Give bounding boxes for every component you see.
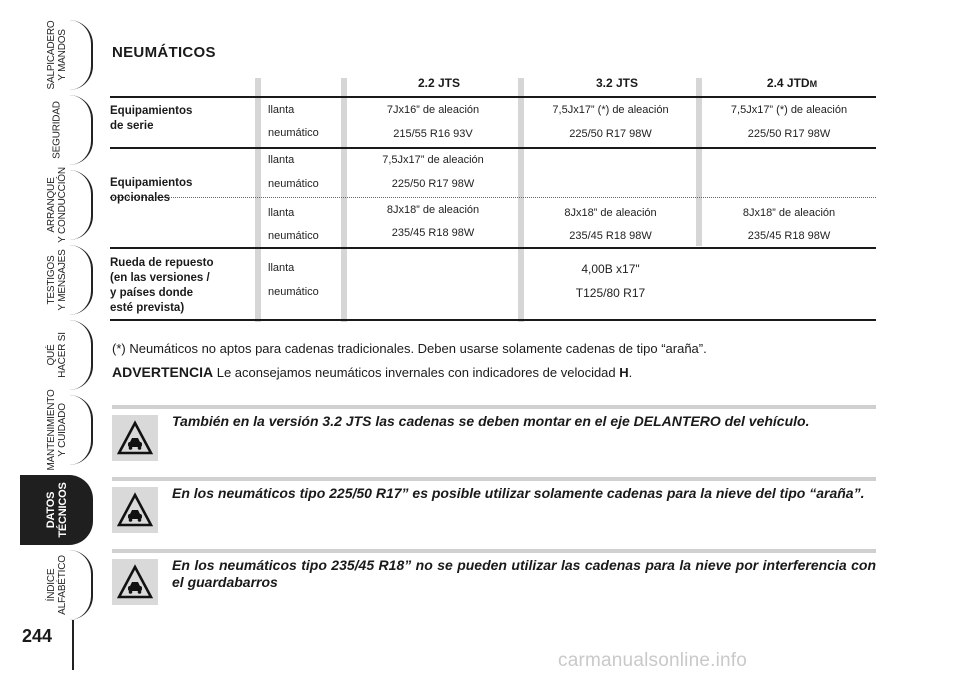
table-cell: 7,5Jx17” de aleación [382,154,484,166]
column-separator [518,78,524,322]
tab-que-hacer[interactable]: QUÉ HACER SI [20,320,93,390]
caution-note: También en la versión 3.2 JTS las cadena… [112,405,876,467]
tab-label: ÍNDICE ALFABÉTICO [46,555,68,615]
tab-label: TESTIGOS Y MENSAJES [46,249,68,311]
page-number: 244 [22,626,53,646]
label-llanta: llanta [268,154,295,166]
label-neumatico: neumático [268,127,319,139]
note-text: También en la versión 3.2 JTS las cadena… [172,413,810,429]
column-header: 2.4 JTDM [766,76,818,90]
label-llanta: llanta [268,262,295,274]
tab-label: QUÉ HACER SI [46,332,68,378]
tab-label: SEGURIDAD [51,101,63,159]
table-rule [110,319,876,321]
column-separator [696,78,702,246]
row-header-opcionales: Equipamientos opcionales [110,177,193,204]
tab-salpicadero[interactable]: SALPICADERO Y MANDOS [20,20,93,90]
table-cell: 8Jx18” de aleación [564,207,657,219]
column-header: 2.2 JTS [417,76,461,90]
tab-label: SALPICADERO Y MANDOS [46,20,68,90]
car-warning-icon [112,559,158,605]
label-llanta: llanta [268,207,295,219]
tab-indice[interactable]: ÍNDICE ALFABÉTICO [20,550,93,620]
note-text: En los neumáticos tipo 225/50 R17” es po… [172,485,865,501]
column-header: 3.2 JTS [595,76,639,90]
tab-datos-tecnicos[interactable]: DATOS TÉCNICOS [20,475,93,545]
sidebar-divider [72,620,74,670]
table-rule-dotted [110,197,876,198]
note-text: En los neumáticos tipo 235/45 R18” no se… [172,557,876,590]
table-cell: 8Jx18” de aleación [742,207,836,219]
table-cell: 235/45 R18 98W [569,230,652,242]
tab-label: MANTENIMIENTO Y CUIDADO [46,389,68,471]
table-cell: 7,5Jx17” (*) de aleación [552,104,669,116]
row-header-serie: Equipamientos de serie [110,105,193,132]
page-title: NEUMÁTICOS [112,44,216,61]
table-cell: T125/80 R17 [575,286,646,300]
label-neumatico: neumático [268,286,319,298]
column-separator [255,78,261,322]
table-cell: 235/45 R18 98W [747,230,831,242]
watermark: carmanualsonline.info [558,650,748,671]
advertencia-label: ADVERTENCIA [112,364,214,380]
column-separator [341,78,347,322]
note-divider [112,477,876,481]
row-header-repuesto: Rueda de repuesto (en las versiones / y … [110,257,214,314]
tab-mantenimiento[interactable]: MANTENIMIENTO Y CUIDADO [20,389,93,471]
table-cell: 225/50 R17 98W [569,128,652,140]
table-rule [110,96,876,98]
advertencia: ADVERTENCIA Le aconsejamos neumáticos in… [112,364,633,380]
footnote: (*) Neumáticos no aptos para cadenas tra… [112,341,707,356]
car-warning-icon [112,487,158,533]
car-warning-icon [112,415,158,461]
table-cell: 7Jx16” de aleación [386,104,480,116]
table-cell: 235/45 R18 98W [391,227,475,239]
tab-arranque[interactable]: ARRANQUE Y CONDUCCIÓN [20,167,93,243]
table-cell: 225/50 R17 98W [391,178,475,190]
tab-seguridad[interactable]: SEGURIDAD [20,95,93,165]
table-rule [110,147,876,149]
sidebar-nav: SALPICADERO Y MANDOS SEGURIDAD ARRANQUE … [20,0,95,692]
caution-note: En los neumáticos tipo 235/45 R18” no se… [112,549,876,611]
note-divider [112,405,876,409]
label-llanta: llanta [268,104,295,116]
table-cell: 8Jx18” de aleación [386,204,480,216]
label-neumatico: neumático [268,178,319,190]
advertencia-text: Le aconsejamos neumáticos invernales con… [213,365,620,380]
tab-testigos[interactable]: TESTIGOS Y MENSAJES [20,245,93,315]
table-cell: 7,5Jx17” (*) de aleación [730,104,848,116]
note-divider [112,549,876,553]
tab-label: ARRANQUE Y CONDUCCIÓN [46,167,68,243]
caution-note: En los neumáticos tipo 225/50 R17” es po… [112,477,876,539]
label-neumatico: neumático [268,230,319,242]
table-cell: 225/50 R17 98W [747,128,831,140]
tab-label: DATOS TÉCNICOS [45,482,69,538]
table-cell: 4,00B x17" [581,262,640,276]
table-rule [110,247,876,249]
table-cell: 215/55 R16 93V [393,128,473,140]
tire-spec-table: 2.2 JTS 3.2 JTS 2.4 JTDM Equipamientos d… [110,70,876,322]
speed-code: H [619,365,629,380]
